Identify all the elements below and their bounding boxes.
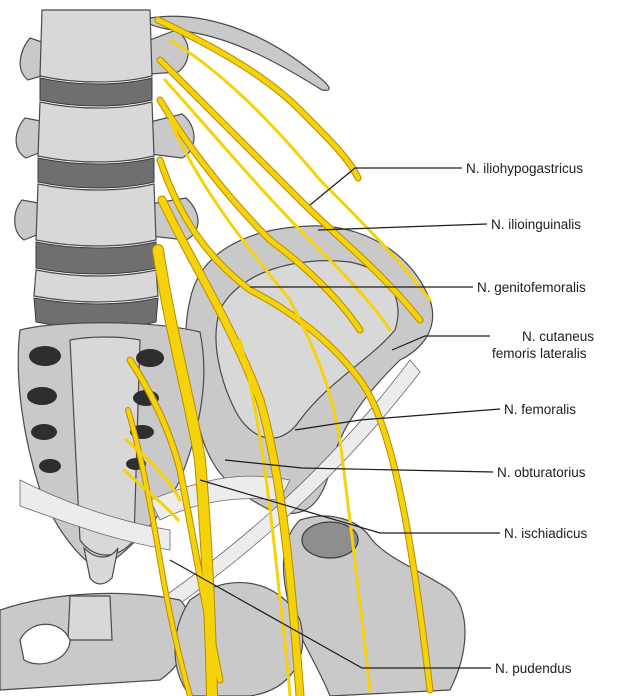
anatomy-bones xyxy=(0,10,465,696)
label-ischiadicus: N. ischiadicus xyxy=(504,526,588,541)
label-ilioinguinalis: N. ilioinguinalis xyxy=(491,217,581,232)
pubic-symphysis xyxy=(68,596,112,640)
label-iliohypogastricus: N. iliohypogastricus xyxy=(466,161,583,176)
sacral-foramen xyxy=(31,424,57,440)
vertebra-l2 xyxy=(38,102,154,162)
sacral-foramen xyxy=(136,349,164,367)
label-pudendus: N. pudendus xyxy=(495,661,572,676)
sacral-foramen xyxy=(39,459,61,473)
label-femoralis: N. femoralis xyxy=(504,402,576,417)
label-genitofemoralis: N. genitofemoralis xyxy=(477,280,586,295)
sacral-foramen xyxy=(27,387,57,405)
sacral-foramen xyxy=(29,346,61,366)
labels: N. iliohypogastricus N. ilioinguinalis N… xyxy=(466,161,594,676)
vertebra-l4 xyxy=(34,270,158,302)
leader-iliohypogastricus xyxy=(310,168,462,205)
vertebra-l1 xyxy=(40,10,152,82)
disc xyxy=(36,242,156,274)
vertebra-l3 xyxy=(36,184,156,246)
label-obturatorius: N. obturatorius xyxy=(497,465,586,480)
leader-ilioinguinalis xyxy=(318,224,487,230)
label-cutaneus-line1: N. cutaneus xyxy=(522,329,594,344)
label-cutaneus-line2: femoris lateralis xyxy=(492,346,587,361)
